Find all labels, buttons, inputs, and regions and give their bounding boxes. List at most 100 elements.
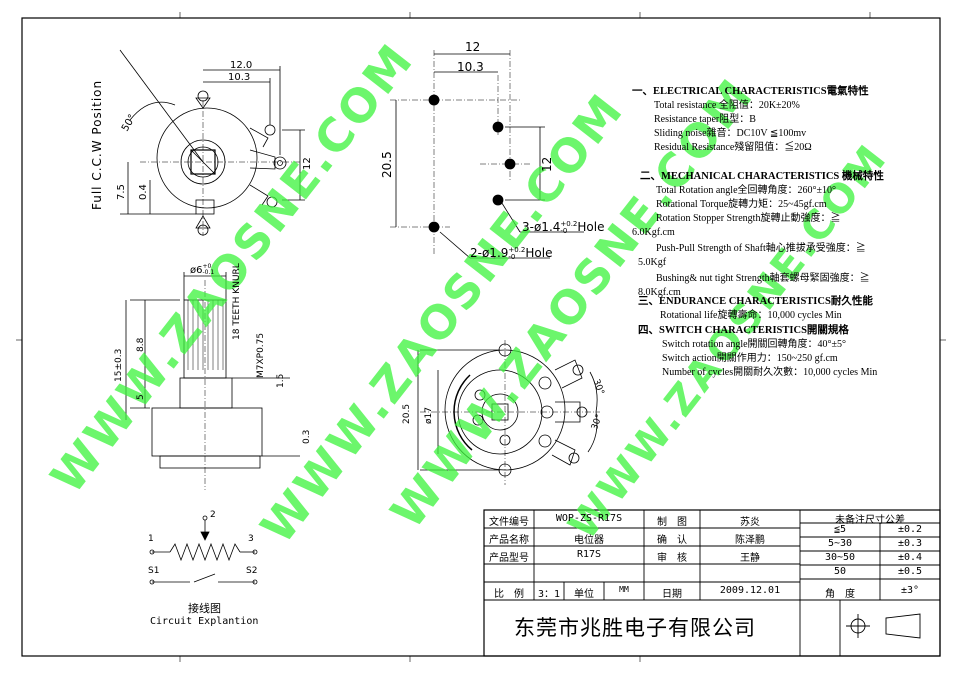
- dim-10-3-left: 10.3: [228, 72, 251, 83]
- dim-shaft-tol-sub: -0.1: [202, 269, 215, 276]
- company-name: 东莞市兆胜电子有限公司: [514, 616, 756, 640]
- tolerance-range: 50: [833, 566, 847, 577]
- label-product-name: 产品名称: [489, 535, 529, 546]
- value-date: 2009.12.01: [719, 585, 781, 596]
- dim-shaft-dia-value: ø6: [190, 265, 203, 276]
- bottom-view: [417, 340, 600, 485]
- hole-pattern-view: [390, 50, 584, 259]
- dim-20-5-mid: 20.5: [380, 151, 394, 178]
- spec-endurance: 三、ENDURANCE CHARACTERISTICS耐久性能 Rotation…: [638, 295, 873, 323]
- hole-callout-3: 3-ø1.4+0.2-0 Hole: [522, 220, 604, 235]
- tolerance-range: 5~30: [827, 538, 853, 549]
- hole-callout-2-sup: +0.2: [508, 245, 526, 254]
- tolerance-value: ±3°: [900, 585, 920, 596]
- circuit-diagram: [149, 515, 258, 585]
- value-model: R17S: [576, 549, 602, 560]
- dim-15: 15±0.3: [114, 348, 124, 382]
- dim-knurl: 18 TEETH KNURL: [232, 263, 242, 340]
- hole-callout-3-suffix: Hole: [577, 220, 605, 234]
- hole-callout-3-sub: -0: [560, 226, 568, 235]
- label-scale: 比 例: [494, 589, 524, 600]
- spec-switch: 四、SWITCH CHARACTERISTICS開關規格 Switch rota…: [638, 324, 877, 380]
- spec-mechanical-title: 二、MECHANICAL CHARACTERISTICS 機械特性: [640, 171, 884, 182]
- dim-thread: M7XP0.75: [256, 332, 266, 378]
- spec-mechanical-line: 6.0Kgf.cm: [632, 227, 675, 238]
- label-unit: 单位: [574, 589, 594, 600]
- dim-1-5: 1.5: [276, 373, 286, 388]
- side-view: [125, 272, 300, 490]
- label-file-no: 文件编号: [489, 517, 529, 528]
- tolerance-range: 角 度: [825, 589, 855, 600]
- front-view-top-left: [119, 49, 305, 236]
- value-review: 王静: [740, 553, 760, 564]
- label-date: 日期: [662, 589, 682, 600]
- spec-mechanical-line: 5.0Kgf: [638, 257, 667, 268]
- spec-electrical-line: Residual Resistance殘留阻值：≦20Ω: [654, 142, 812, 153]
- dim-12-0: 12.0: [230, 60, 253, 71]
- circuit-title-cn: 接线图: [188, 602, 221, 615]
- label-confirm: 确 认: [657, 535, 687, 546]
- value-scale: 3：1: [537, 589, 561, 600]
- spec-electrical-line: Sliding noise雜音：DC10V ≦100mv: [654, 128, 807, 139]
- dim-10-3-mid: 10.3: [457, 60, 484, 74]
- sheet-border: [21, 17, 941, 657]
- title-block-lines: [483, 509, 941, 657]
- spec-endurance-line: Rotational life旋轉壽命：10,000 cycles Min: [660, 310, 842, 321]
- switch-pin-s1: S1: [148, 566, 160, 576]
- label-drawn: 制 图: [657, 517, 687, 528]
- spec-electrical-line: Resistance taper阻型：B: [654, 114, 756, 125]
- switch-pin-s2: S2: [246, 566, 258, 576]
- spec-switch-title: 四、SWITCH CHARACTERISTICS開關規格: [638, 325, 849, 336]
- hole-callout-3-prefix: 3-ø1.4: [522, 220, 561, 234]
- hole-callout-2-prefix: 2-ø1.9: [470, 246, 509, 260]
- spec-switch-line: Switch action開關作用力：150~250 gf.cm: [662, 353, 838, 364]
- dim-20-5-bottom: 20.5: [402, 403, 412, 424]
- dim-12-right: 12: [302, 157, 313, 170]
- dim-17-bottom: ø17: [424, 407, 434, 424]
- tolerance-value: ±0.3: [897, 538, 923, 549]
- value-drawn: 苏炎: [740, 517, 760, 528]
- tolerance-value: ±0.2: [897, 524, 923, 535]
- value-confirm: 陈泽鹏: [735, 535, 765, 546]
- dim-0-4: 0.4: [138, 184, 149, 200]
- value-unit: MM: [619, 585, 629, 594]
- dim-8-8: 8.8: [136, 337, 146, 352]
- hole-callout-3-sup: +0.2: [560, 219, 578, 228]
- tolerance-range: ≦5: [833, 524, 847, 535]
- spec-mechanical-line: 8.0Kgf.cm: [638, 287, 681, 298]
- side-position-label: Full C.C.W Position: [90, 79, 104, 210]
- dim-shaft-dia: ø6+0-0.1: [190, 263, 215, 277]
- spec-switch-line: Number of cycles開關耐久次數：10,000 cycles Min: [662, 367, 878, 378]
- spec-mechanical-line: Bushing& nut tight Strength軸套螺母緊固強度：≧: [656, 273, 870, 284]
- spec-mechanical: 二、MECHANICAL CHARACTERISTICS 機械特性 Total …: [632, 170, 884, 300]
- border-ticks: [16, 12, 946, 662]
- value-file-no: WOP-ZS-R17S: [555, 513, 623, 524]
- tolerance-range: 30~50: [824, 552, 856, 563]
- pin-1: 1: [148, 534, 154, 544]
- spec-mechanical-line: Push-Pull Strength of Shaft軸心推拔承受強度：≧: [656, 243, 866, 254]
- spec-electrical-title: 一、ELECTRICAL CHARACTERISTICS電氣特性: [632, 86, 869, 97]
- tolerance-value: ±0.4: [897, 552, 923, 563]
- spec-mechanical-line: Rotation Stopper Strength旋轉止動強度：≧: [656, 213, 841, 224]
- spec-switch-line: Switch rotation angle開關回轉角度：40°±5°: [662, 339, 847, 350]
- value-product-name: 电位器: [574, 535, 604, 546]
- label-model: 产品型号: [489, 553, 529, 564]
- dim-12-side: 12: [540, 156, 554, 172]
- tolerance-title: 未备注尺寸公差: [835, 515, 905, 526]
- dim-shaft-tol-sup: +0: [202, 263, 212, 270]
- hole-callout-2-suffix: Hole: [525, 246, 553, 260]
- spec-electrical: 一、ELECTRICAL CHARACTERISTICS電氣特性 Total r…: [632, 85, 869, 155]
- spec-endurance-title: 三、ENDURANCE CHARACTERISTICS耐久性能: [638, 296, 873, 307]
- spec-mechanical-line: Rotational Torque旋轉力矩：25~45gf.cm: [656, 199, 827, 210]
- tolerance-value: ±0.5: [897, 566, 923, 577]
- dim-5: 5: [136, 394, 146, 400]
- spec-mechanical-line: Total Rotation angle全回轉角度：260°±10°: [656, 185, 836, 196]
- dim-7-5: 7.5: [116, 184, 127, 200]
- pin-3: 3: [248, 534, 254, 544]
- circuit-title-en: Circuit Explantion: [150, 616, 259, 627]
- spec-electrical-line: Total resistance 全阻值：20K±20%: [654, 100, 800, 111]
- pin-2: 2: [210, 510, 216, 520]
